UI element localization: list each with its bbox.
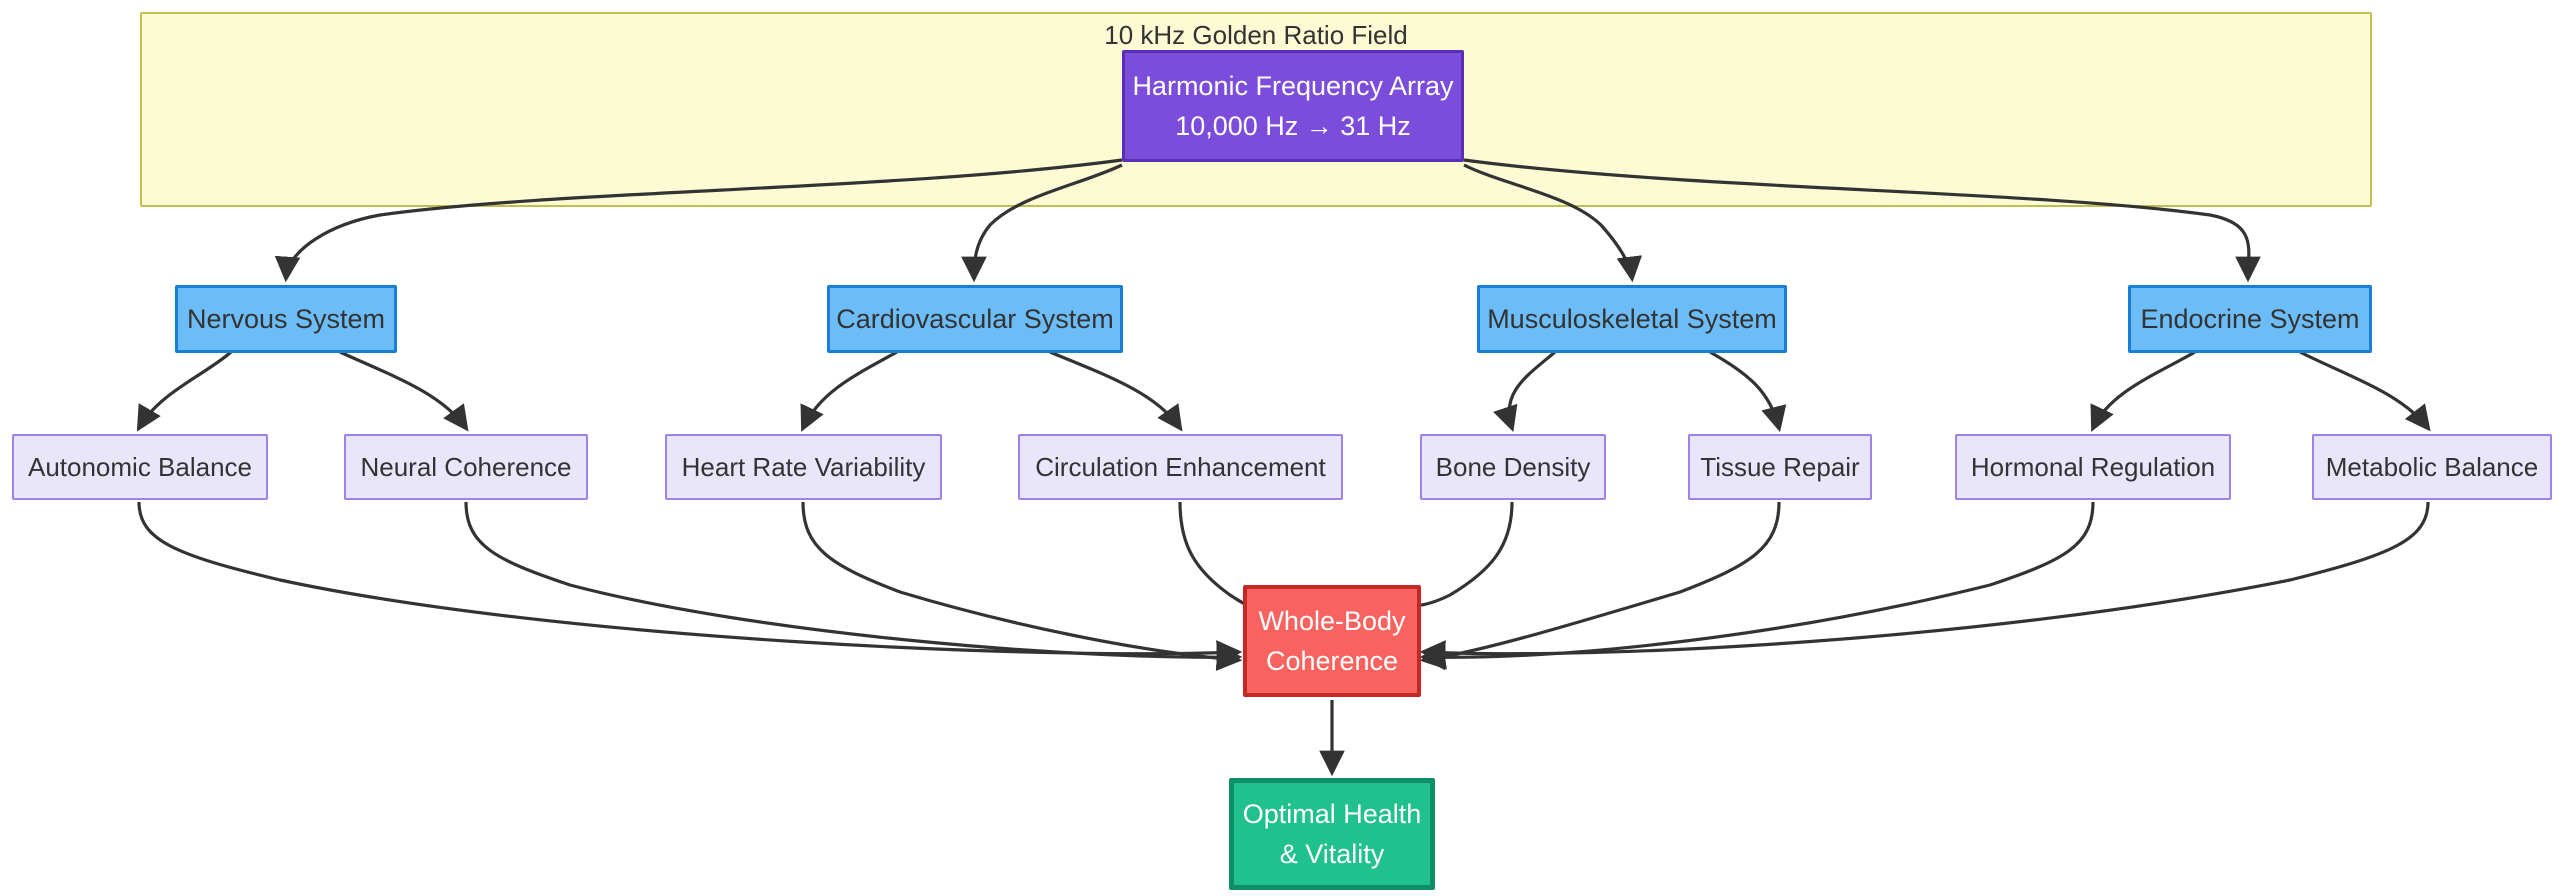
node-bone-density[interactable]: Bone Density: [1420, 434, 1606, 500]
node-leaf-label: Bone Density: [1435, 452, 1591, 482]
node-heart-rate-variability[interactable]: Heart Rate Variability: [665, 434, 942, 500]
node-circulation-enhancement[interactable]: Circulation Enhancement: [1018, 434, 1343, 500]
node-musculoskeletal-system[interactable]: Musculoskeletal System: [1477, 285, 1787, 353]
node-leaf-label: Circulation Enhancement: [1035, 452, 1326, 482]
node-cardiovascular-system[interactable]: Cardiovascular System: [827, 285, 1123, 353]
node-system-label: Cardiovascular System: [836, 304, 1114, 334]
node-optimal-health-vitality[interactable]: Optimal Health & Vitality: [1229, 778, 1435, 890]
node-autonomic-balance[interactable]: Autonomic Balance: [12, 434, 268, 500]
node-outcome-line1: Optimal Health: [1242, 799, 1422, 829]
node-leaf-label: Metabolic Balance: [2325, 452, 2539, 482]
node-hormonal-regulation[interactable]: Hormonal Regulation: [1955, 434, 2231, 500]
node-coherence-line1: Whole-Body: [1258, 606, 1406, 636]
node-system-label: Endocrine System: [2140, 304, 2360, 334]
node-tissue-repair[interactable]: Tissue Repair: [1688, 434, 1872, 500]
node-neural-coherence[interactable]: Neural Coherence: [344, 434, 588, 500]
node-root-line1: Harmonic Frequency Array: [1132, 71, 1454, 101]
node-metabolic-balance[interactable]: Metabolic Balance: [2312, 434, 2552, 500]
node-system-label: Nervous System: [186, 304, 386, 334]
node-leaf-label: Autonomic Balance: [27, 452, 253, 482]
node-coherence-line2: Coherence: [1265, 646, 1399, 676]
node-system-label: Musculoskeletal System: [1487, 304, 1777, 334]
cluster-title: 10 kHz Golden Ratio Field: [1104, 20, 1408, 50]
node-leaf-label: Hormonal Regulation: [1970, 452, 2216, 482]
node-leaf-label: Neural Coherence: [360, 452, 572, 482]
node-harmonic-frequency-array[interactable]: Harmonic Frequency Array 10,000 Hz → 31 …: [1122, 50, 1464, 162]
node-leaf-label: Heart Rate Variability: [681, 452, 926, 482]
node-root-line2: 10,000 Hz → 31 Hz: [1175, 111, 1411, 141]
node-endocrine-system[interactable]: Endocrine System: [2128, 285, 2372, 353]
node-leaf-label: Tissue Repair: [1700, 452, 1860, 482]
node-nervous-system[interactable]: Nervous System: [175, 285, 397, 353]
node-outcome-line2: & Vitality: [1279, 839, 1385, 869]
node-whole-body-coherence[interactable]: Whole-Body Coherence: [1243, 585, 1421, 697]
